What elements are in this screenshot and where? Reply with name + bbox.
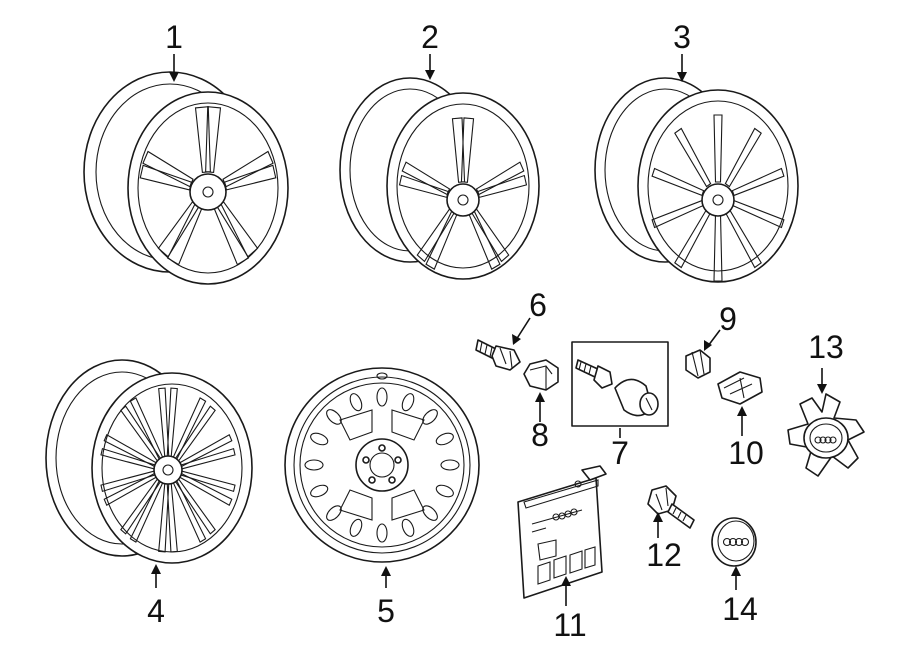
callout-10: 10 <box>728 435 764 471</box>
spoke-line <box>713 114 723 183</box>
callout-6: 6 <box>529 287 547 323</box>
callout-4: 4 <box>147 593 165 629</box>
rim-hole <box>435 484 454 498</box>
callout-2: 2 <box>421 19 439 55</box>
lock-bolt-kit-part-11[interactable] <box>517 465 607 599</box>
rim-hole <box>326 505 342 521</box>
wheel-part-3[interactable] <box>594 77 799 283</box>
spoke-line <box>724 127 762 188</box>
callout-1: 1 <box>165 19 183 55</box>
leader-arrows <box>151 54 827 606</box>
wheel-bolt-part-6[interactable] <box>475 339 521 371</box>
bolt-cap-part-8[interactable] <box>523 359 559 391</box>
spoke-line <box>674 127 712 188</box>
wheel-part-1[interactable] <box>83 71 289 285</box>
rim-hole <box>304 459 324 471</box>
callout-8: 8 <box>531 417 549 453</box>
spoke-line <box>460 117 475 183</box>
callout-numbers: 1 2 3 4 5 6 7 8 9 10 11 12 13 14 <box>147 19 844 643</box>
callout-9: 9 <box>719 301 737 337</box>
spoke-line <box>194 106 211 174</box>
callout-12: 12 <box>646 537 682 573</box>
valve-clip-part-10[interactable] <box>717 371 763 405</box>
spoke-line <box>401 161 451 196</box>
rim-hole <box>349 393 363 412</box>
centre-cap-part-14[interactable] <box>711 517 757 567</box>
wheel-part-2[interactable] <box>339 77 540 280</box>
rim-hole <box>435 432 454 446</box>
callout-13: 13 <box>808 329 844 365</box>
valve-kit-part-7[interactable] <box>571 341 669 427</box>
rim-hole <box>440 459 460 471</box>
rim-hole <box>422 409 438 425</box>
rim-hole <box>422 505 438 521</box>
callout-7: 7 <box>611 435 629 471</box>
centre-cap-part-13[interactable] <box>787 393 865 477</box>
callout-14: 14 <box>722 591 758 627</box>
spoke-line <box>205 106 222 174</box>
rim-hole <box>349 518 363 537</box>
spoke-line <box>731 167 785 197</box>
rim-hole <box>310 432 329 446</box>
rim-hole <box>401 393 415 412</box>
rim-hole <box>401 518 415 537</box>
spoke-line <box>475 161 525 196</box>
callout-5: 5 <box>377 593 395 629</box>
wheel-part-5[interactable] <box>284 367 480 563</box>
rim-hole <box>376 523 388 543</box>
valve-cap-part-9[interactable] <box>685 349 711 379</box>
callout-11: 11 <box>553 607 586 643</box>
wheel-bolt-part-12[interactable] <box>647 485 695 529</box>
rim-hole <box>310 484 329 498</box>
rim-hole <box>376 387 388 407</box>
rim-hole <box>326 409 342 425</box>
callout-3: 3 <box>673 19 691 55</box>
wheel-part-4[interactable] <box>45 359 253 564</box>
